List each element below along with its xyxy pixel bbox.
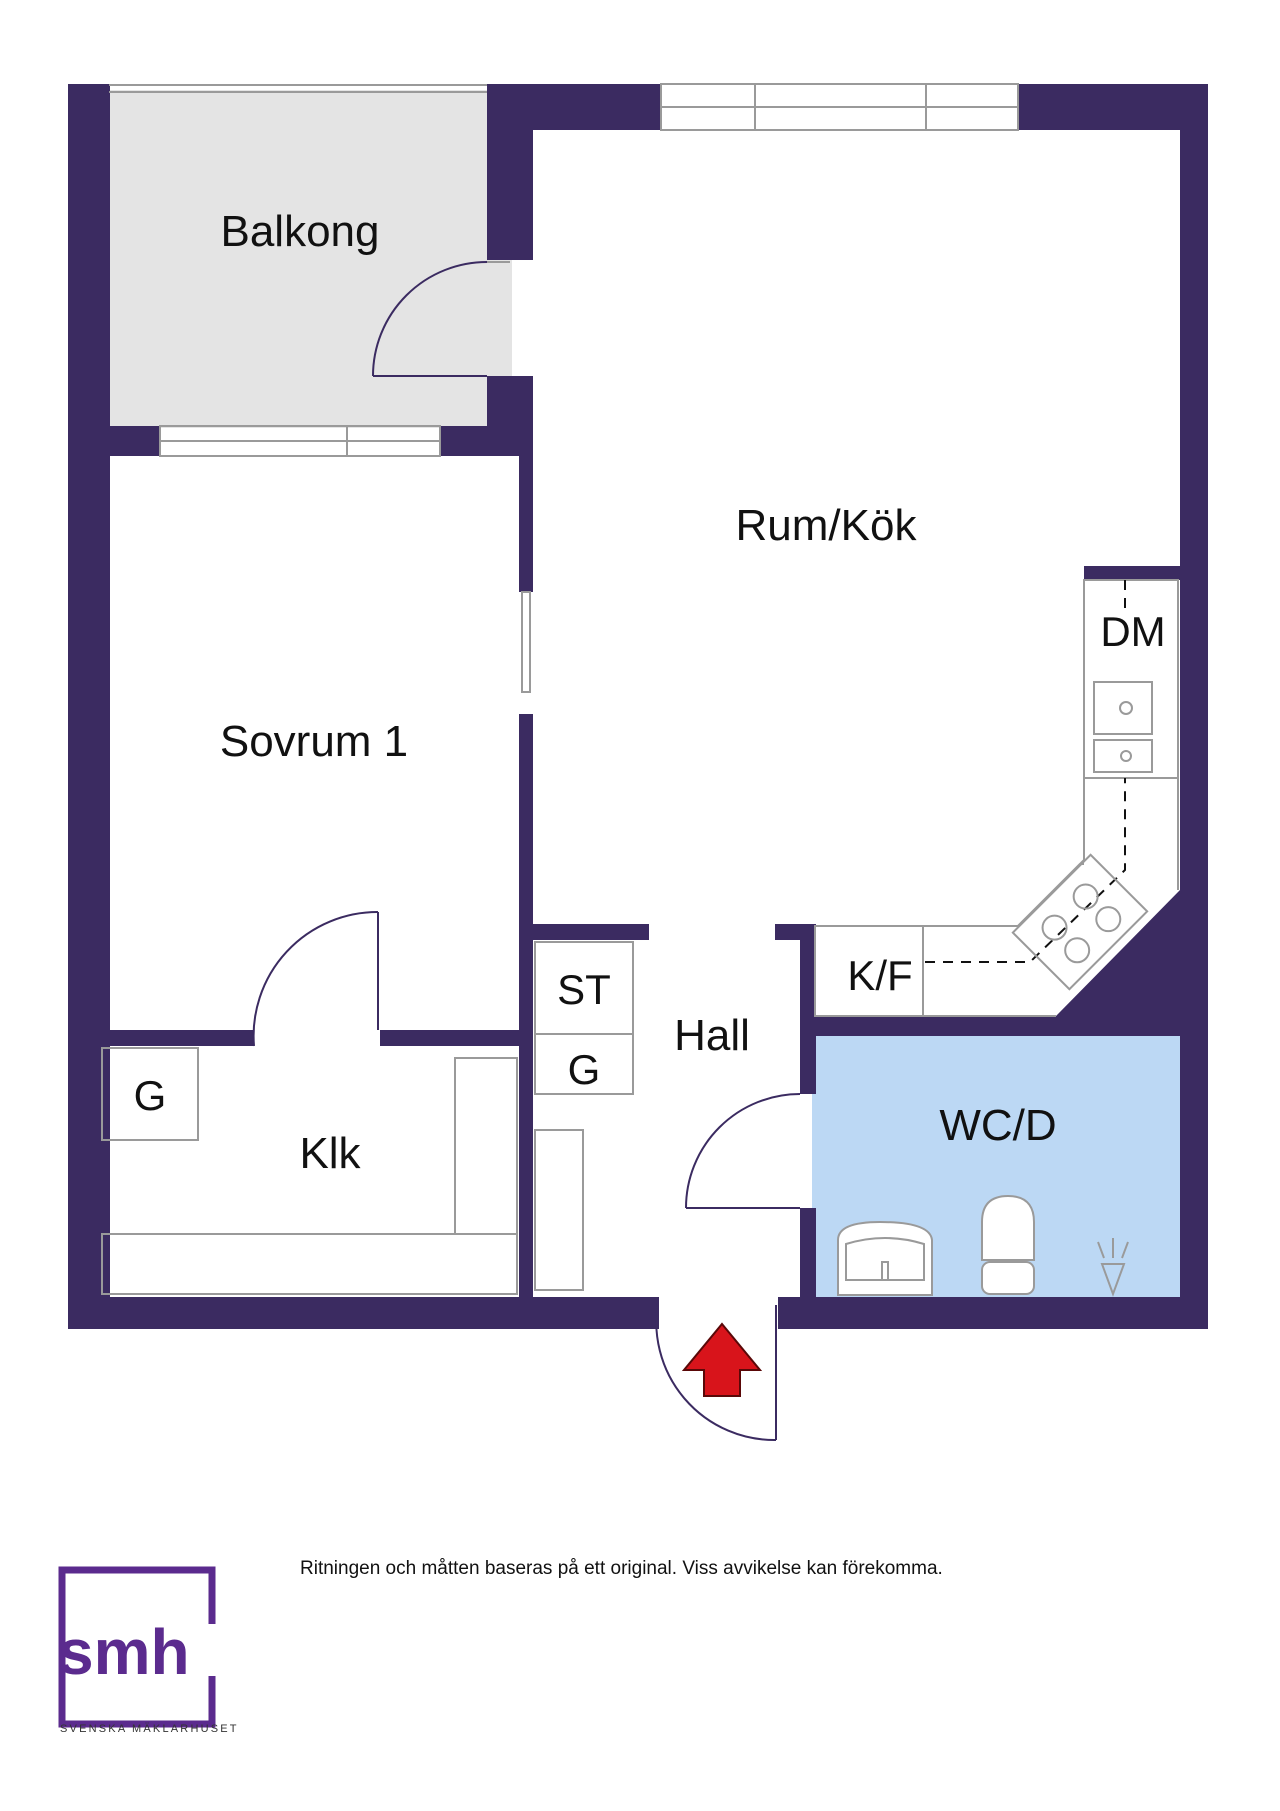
room-label-rum-kok: Rum/Kök [736,501,918,550]
fixture-label-g-klk: G [134,1072,167,1119]
room-label-sovrum-1: Sovrum 1 [220,717,408,766]
room-label-wc-d: WC/D [939,1101,1056,1150]
toilet-icon [981,1194,1035,1295]
shower-icon [1097,1238,1129,1297]
fixture-label-kf: K/F [847,952,912,999]
logo-text: SVENSKA MÄKLARHUSET [60,1723,239,1735]
room-label-klk: Klk [299,1129,361,1178]
stove-icon [1011,853,1149,991]
window-frames [109,83,1019,693]
doors [252,261,801,1442]
fixture-label-dm: DM [1100,608,1165,655]
disclaimer-text: Ritningen och måtten baseras på ett orig… [300,1558,943,1579]
room-label-balkong: Balkong [220,207,379,256]
room-label-hall: Hall [674,1011,750,1060]
sink-icon [1093,681,1153,773]
fixture-label-st: ST [557,966,611,1013]
logo-mark: smh [58,1616,190,1688]
entrance-arrow-icon [681,1322,763,1397]
walls [68,84,1208,1329]
cabinets [101,579,1179,1295]
fixture-label-g-hall: G [568,1046,601,1093]
balcony-floor [109,90,512,428]
smh-logo: smh [58,1566,216,1728]
sink-icon [837,1220,933,1296]
counter-edge-dashed [925,778,1126,963]
